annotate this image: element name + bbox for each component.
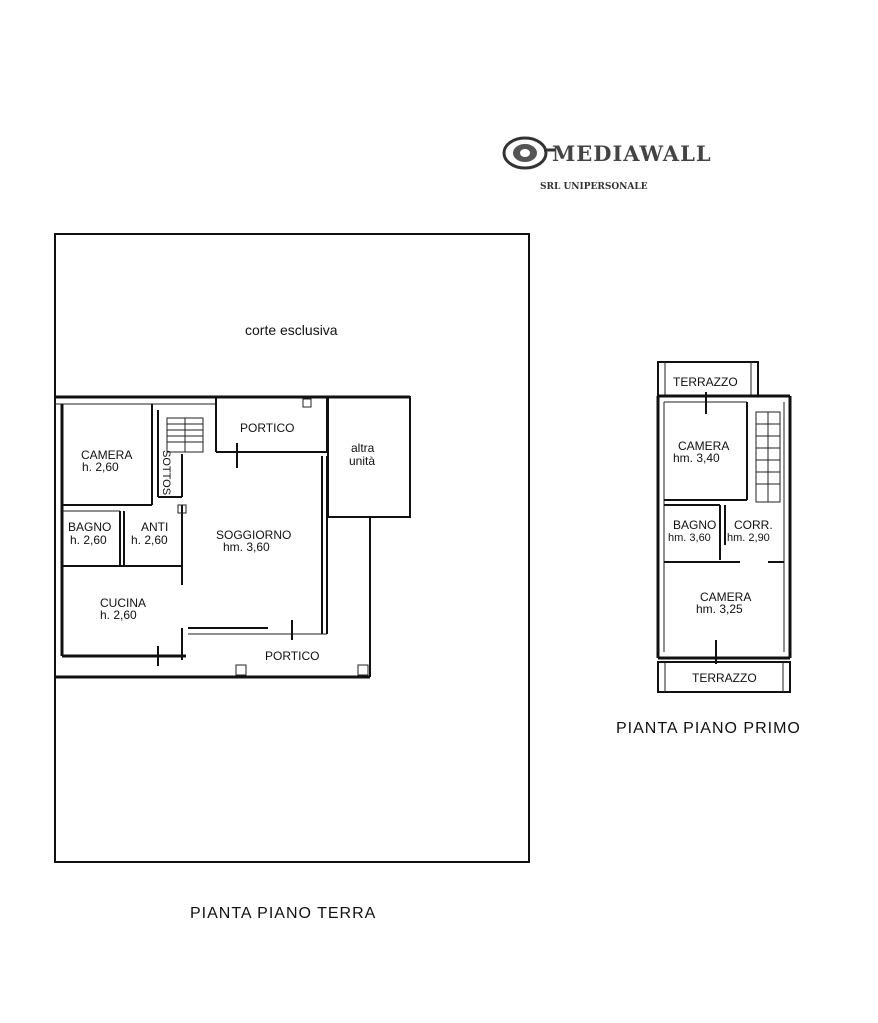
gf-altra-line1: altra	[351, 441, 375, 455]
ff-bagno-name: BAGNO	[673, 518, 716, 532]
gf-soggiorno-name: SOGGIORNO	[216, 528, 291, 542]
logo-tagline: SRL UNIPERSONALE	[540, 182, 648, 192]
ff-camera-bottom-name: CAMERA	[700, 590, 751, 604]
ground-floor-walls	[55, 395, 411, 679]
mediawall-logo: MEDIAWALL SRL UNIPERSONALE	[502, 136, 712, 192]
ff-terrazzo-bottom-label: TERRAZZO	[692, 671, 757, 685]
gf-sottos-label: SOTTOS	[160, 450, 172, 495]
logo-emblem-icon	[502, 136, 556, 170]
ground-floor-title: PIANTA PIANO TERRA	[190, 905, 376, 922]
first-floor-walls	[656, 361, 792, 693]
ff-camera-bottom-height: hm. 3,25	[696, 602, 743, 616]
logo-brand: MEDIAWALL	[552, 141, 712, 166]
lot-boundary	[54, 233, 530, 863]
gf-altra-line2: unità	[349, 454, 375, 468]
gf-portico-top-label: PORTICO	[240, 421, 294, 435]
gf-cucina-name: CUCINA	[100, 596, 146, 610]
ff-corr-height: hm. 2,90	[727, 532, 770, 544]
gf-camera-name: CAMERA	[81, 448, 132, 462]
gf-anti-name: ANTI	[141, 520, 168, 534]
first-floor-title: PIANTA PIANO PRIMO	[616, 720, 801, 737]
gf-soggiorno-height: hm. 3,60	[223, 540, 270, 554]
gf-bagno-name: BAGNO	[68, 520, 111, 534]
ff-bagno-height: hm. 3,60	[668, 532, 711, 544]
stairs-ground	[166, 417, 204, 453]
stairs-first	[755, 411, 781, 503]
ff-terrazzo-top-label: TERRAZZO	[673, 375, 738, 389]
gf-bagno-height: h. 2,60	[70, 533, 107, 547]
ff-camera-top-height: hm. 3,40	[673, 451, 720, 465]
ground-floor-plan: corte esclusiva	[54, 233, 530, 922]
gf-cucina-height: h. 2,60	[100, 608, 137, 622]
gf-portico-bottom-label: PORTICO	[265, 649, 319, 663]
ff-camera-top-name: CAMERA	[678, 439, 729, 453]
gf-anti-height: h. 2,60	[131, 533, 168, 547]
first-floor-plan: TERRAZZO CAMERA hm. 3,40 BAGNO hm. 3,60 …	[616, 361, 801, 737]
ff-corr-name: CORR.	[734, 518, 773, 532]
gf-camera-height: h. 2,60	[82, 460, 119, 474]
court-label: corte esclusiva	[245, 322, 338, 338]
